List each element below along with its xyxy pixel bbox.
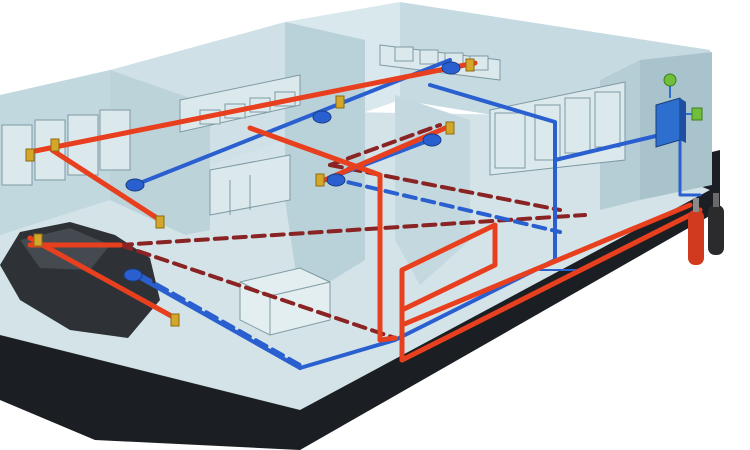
detection-line-cylinder: [678, 138, 702, 197]
nozzle-body: [335, 95, 345, 109]
nozzle-body: [33, 233, 43, 247]
smoke-detector-icon: [422, 133, 442, 147]
smoke-detector-icon: [125, 178, 145, 192]
detector-body: [125, 178, 145, 192]
mid-counter: [209, 154, 291, 216]
agent-pipe-main-header: [27, 60, 478, 155]
hidden-detection-line-front: [138, 273, 302, 367]
control-panel-icon: [655, 73, 703, 148]
smoke-detector-icon: [312, 110, 332, 124]
smoke-detector-icon: [123, 268, 143, 282]
sprinkler-nozzle-icon: [465, 58, 475, 72]
nozzle-body: [170, 313, 180, 327]
smoke-detector-icon: [326, 173, 346, 187]
detector-body: [123, 268, 143, 282]
agent-pipe-center-riser: [247, 125, 398, 343]
nozzle-body: [465, 58, 475, 72]
detector-body: [422, 133, 442, 147]
detection-line-panel: [553, 133, 662, 162]
gas-cylinder-icon: [688, 193, 724, 265]
detector-body: [312, 110, 332, 124]
panel-indicator-icon: [686, 107, 703, 121]
sprinkler-nozzle-icon: [315, 173, 325, 187]
divider-wall-center: [285, 22, 365, 300]
nozzle-body: [50, 138, 60, 152]
sprinkler-nozzle-icon: [335, 95, 345, 109]
sprinkler-nozzle-icon: [155, 215, 165, 229]
agent-pipe-layer: [27, 60, 703, 363]
sprinkler-nozzle-icon: [25, 148, 35, 162]
nozzle-body: [445, 121, 455, 135]
nozzle-layer: [25, 58, 475, 327]
nozzle-body: [25, 148, 35, 162]
detection-line-lower: [133, 273, 302, 370]
sprinkler-nozzle-icon: [33, 233, 43, 247]
building-shell: [0, 2, 720, 450]
detector-body: [441, 61, 461, 75]
detector-body: [326, 173, 346, 187]
status-lamp-icon: [663, 73, 677, 87]
agent-pipe-left-drop: [49, 147, 163, 223]
hidden-agent-pipe-riser: [328, 123, 442, 167]
sprinkler-nozzle-icon: [445, 121, 455, 135]
agent-pipe-supply: [399, 207, 703, 363]
nozzle-body: [315, 173, 325, 187]
agent-pipe-lower-branch: [27, 235, 178, 321]
red-cylinder: [688, 198, 704, 265]
nozzle-body: [155, 215, 165, 229]
sprinkler-nozzle-icon: [50, 138, 60, 152]
agent-pipe-loop: [399, 222, 498, 363]
smoke-detector-icon: [441, 61, 461, 75]
detector-layer: [123, 61, 461, 282]
dark-cylinder: [708, 193, 724, 255]
hidden-agent-pipe-front: [118, 243, 397, 340]
agent-pipe-supply-return: [399, 202, 693, 328]
hidden-detection-line-mid: [328, 176, 562, 234]
sprinkler-nozzle-icon: [170, 313, 180, 327]
